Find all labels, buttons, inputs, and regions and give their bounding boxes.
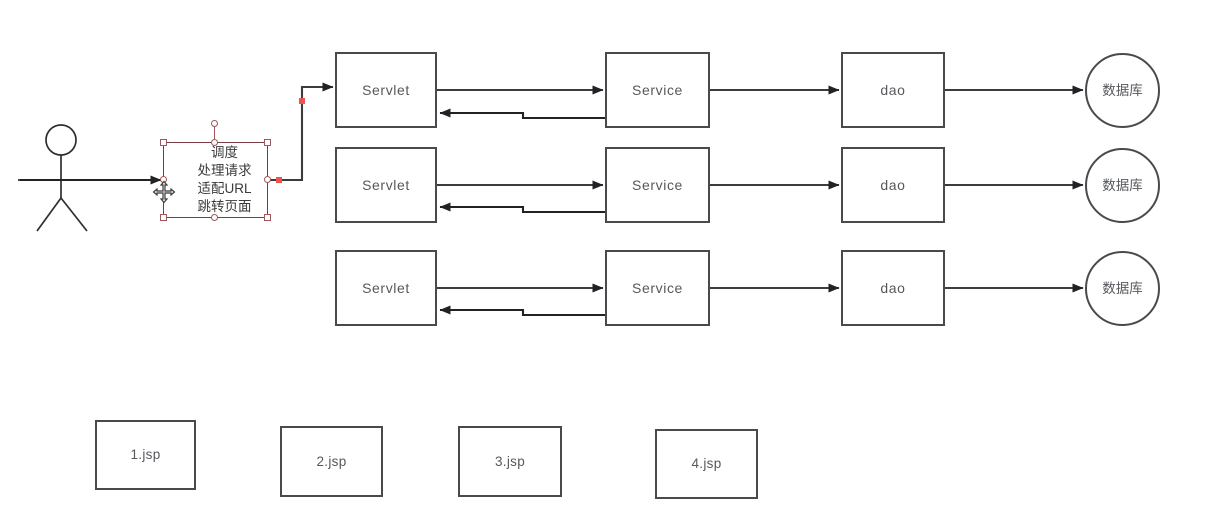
jsp-box-2[interactable]: 2.jsp: [280, 426, 383, 497]
rotation-handle[interactable]: [211, 120, 218, 127]
service-box-row3[interactable]: Service: [605, 250, 710, 326]
database-circle-row2[interactable]: 数据库: [1085, 148, 1160, 223]
service-box-row2[interactable]: Service: [605, 147, 710, 223]
rotation-stem: [214, 127, 216, 142]
stick-figure-actor: [18, 124, 140, 232]
servlet-box-row2[interactable]: Servlet: [335, 147, 437, 223]
servlet-label-row1: Servlet: [362, 81, 410, 98]
resize-handle-se[interactable]: [264, 214, 271, 221]
jsp-box-4[interactable]: 4.jsp: [655, 429, 758, 499]
jsp-label-4: 4.jsp: [691, 456, 722, 472]
database-circle-row1[interactable]: 数据库: [1085, 53, 1160, 128]
database-circle-row3[interactable]: 数据库: [1085, 251, 1160, 326]
dao-box-row1[interactable]: dao: [841, 52, 945, 128]
resize-handle-s[interactable]: [211, 214, 218, 221]
resize-handle-sw[interactable]: [160, 214, 167, 221]
resize-handle-w[interactable]: [160, 176, 167, 183]
jsp-box-1[interactable]: 1.jsp: [95, 420, 196, 490]
jsp-label-3: 3.jsp: [494, 453, 526, 469]
connector-endpoint-bend[interactable]: [299, 98, 305, 104]
database-label-row2: 数据库: [1102, 177, 1143, 193]
servlet-box-row1[interactable]: Servlet: [335, 52, 437, 128]
database-label-row1: 数据库: [1102, 82, 1143, 98]
dao-box-row3[interactable]: dao: [841, 250, 945, 326]
servlet-label-row3: Servlet: [362, 279, 410, 296]
dao-label-row3: dao: [880, 279, 906, 296]
servlet-box-row3[interactable]: Servlet: [335, 250, 437, 326]
jsp-label-2: 2.jsp: [316, 453, 347, 469]
dao-label-row1: dao: [880, 81, 906, 98]
dispatcher-node-label: 调度 处理请求 适配URL 跳转页面: [197, 145, 252, 214]
dao-label-row2: dao: [880, 176, 906, 193]
service-box-row1[interactable]: Service: [605, 52, 710, 128]
service-label-row3: Service: [632, 279, 683, 296]
resize-handle-e[interactable]: [264, 176, 271, 183]
jsp-label-1: 1.jsp: [130, 447, 161, 463]
dao-box-row2[interactable]: dao: [841, 147, 945, 223]
servlet-label-row2: Servlet: [362, 176, 410, 193]
dispatcher-node[interactable]: 调度 处理请求 适配URL 跳转页面: [163, 142, 268, 218]
resize-handle-n[interactable]: [211, 139, 218, 146]
connector-endpoint-start[interactable]: [276, 177, 282, 183]
jsp-box-3[interactable]: 3.jsp: [458, 426, 562, 497]
service-label-row2: Service: [632, 176, 683, 193]
resize-handle-nw[interactable]: [160, 139, 167, 146]
service-label-row1: Service: [632, 81, 683, 98]
database-label-row3: 数据库: [1102, 280, 1143, 296]
resize-handle-ne[interactable]: [264, 139, 271, 146]
